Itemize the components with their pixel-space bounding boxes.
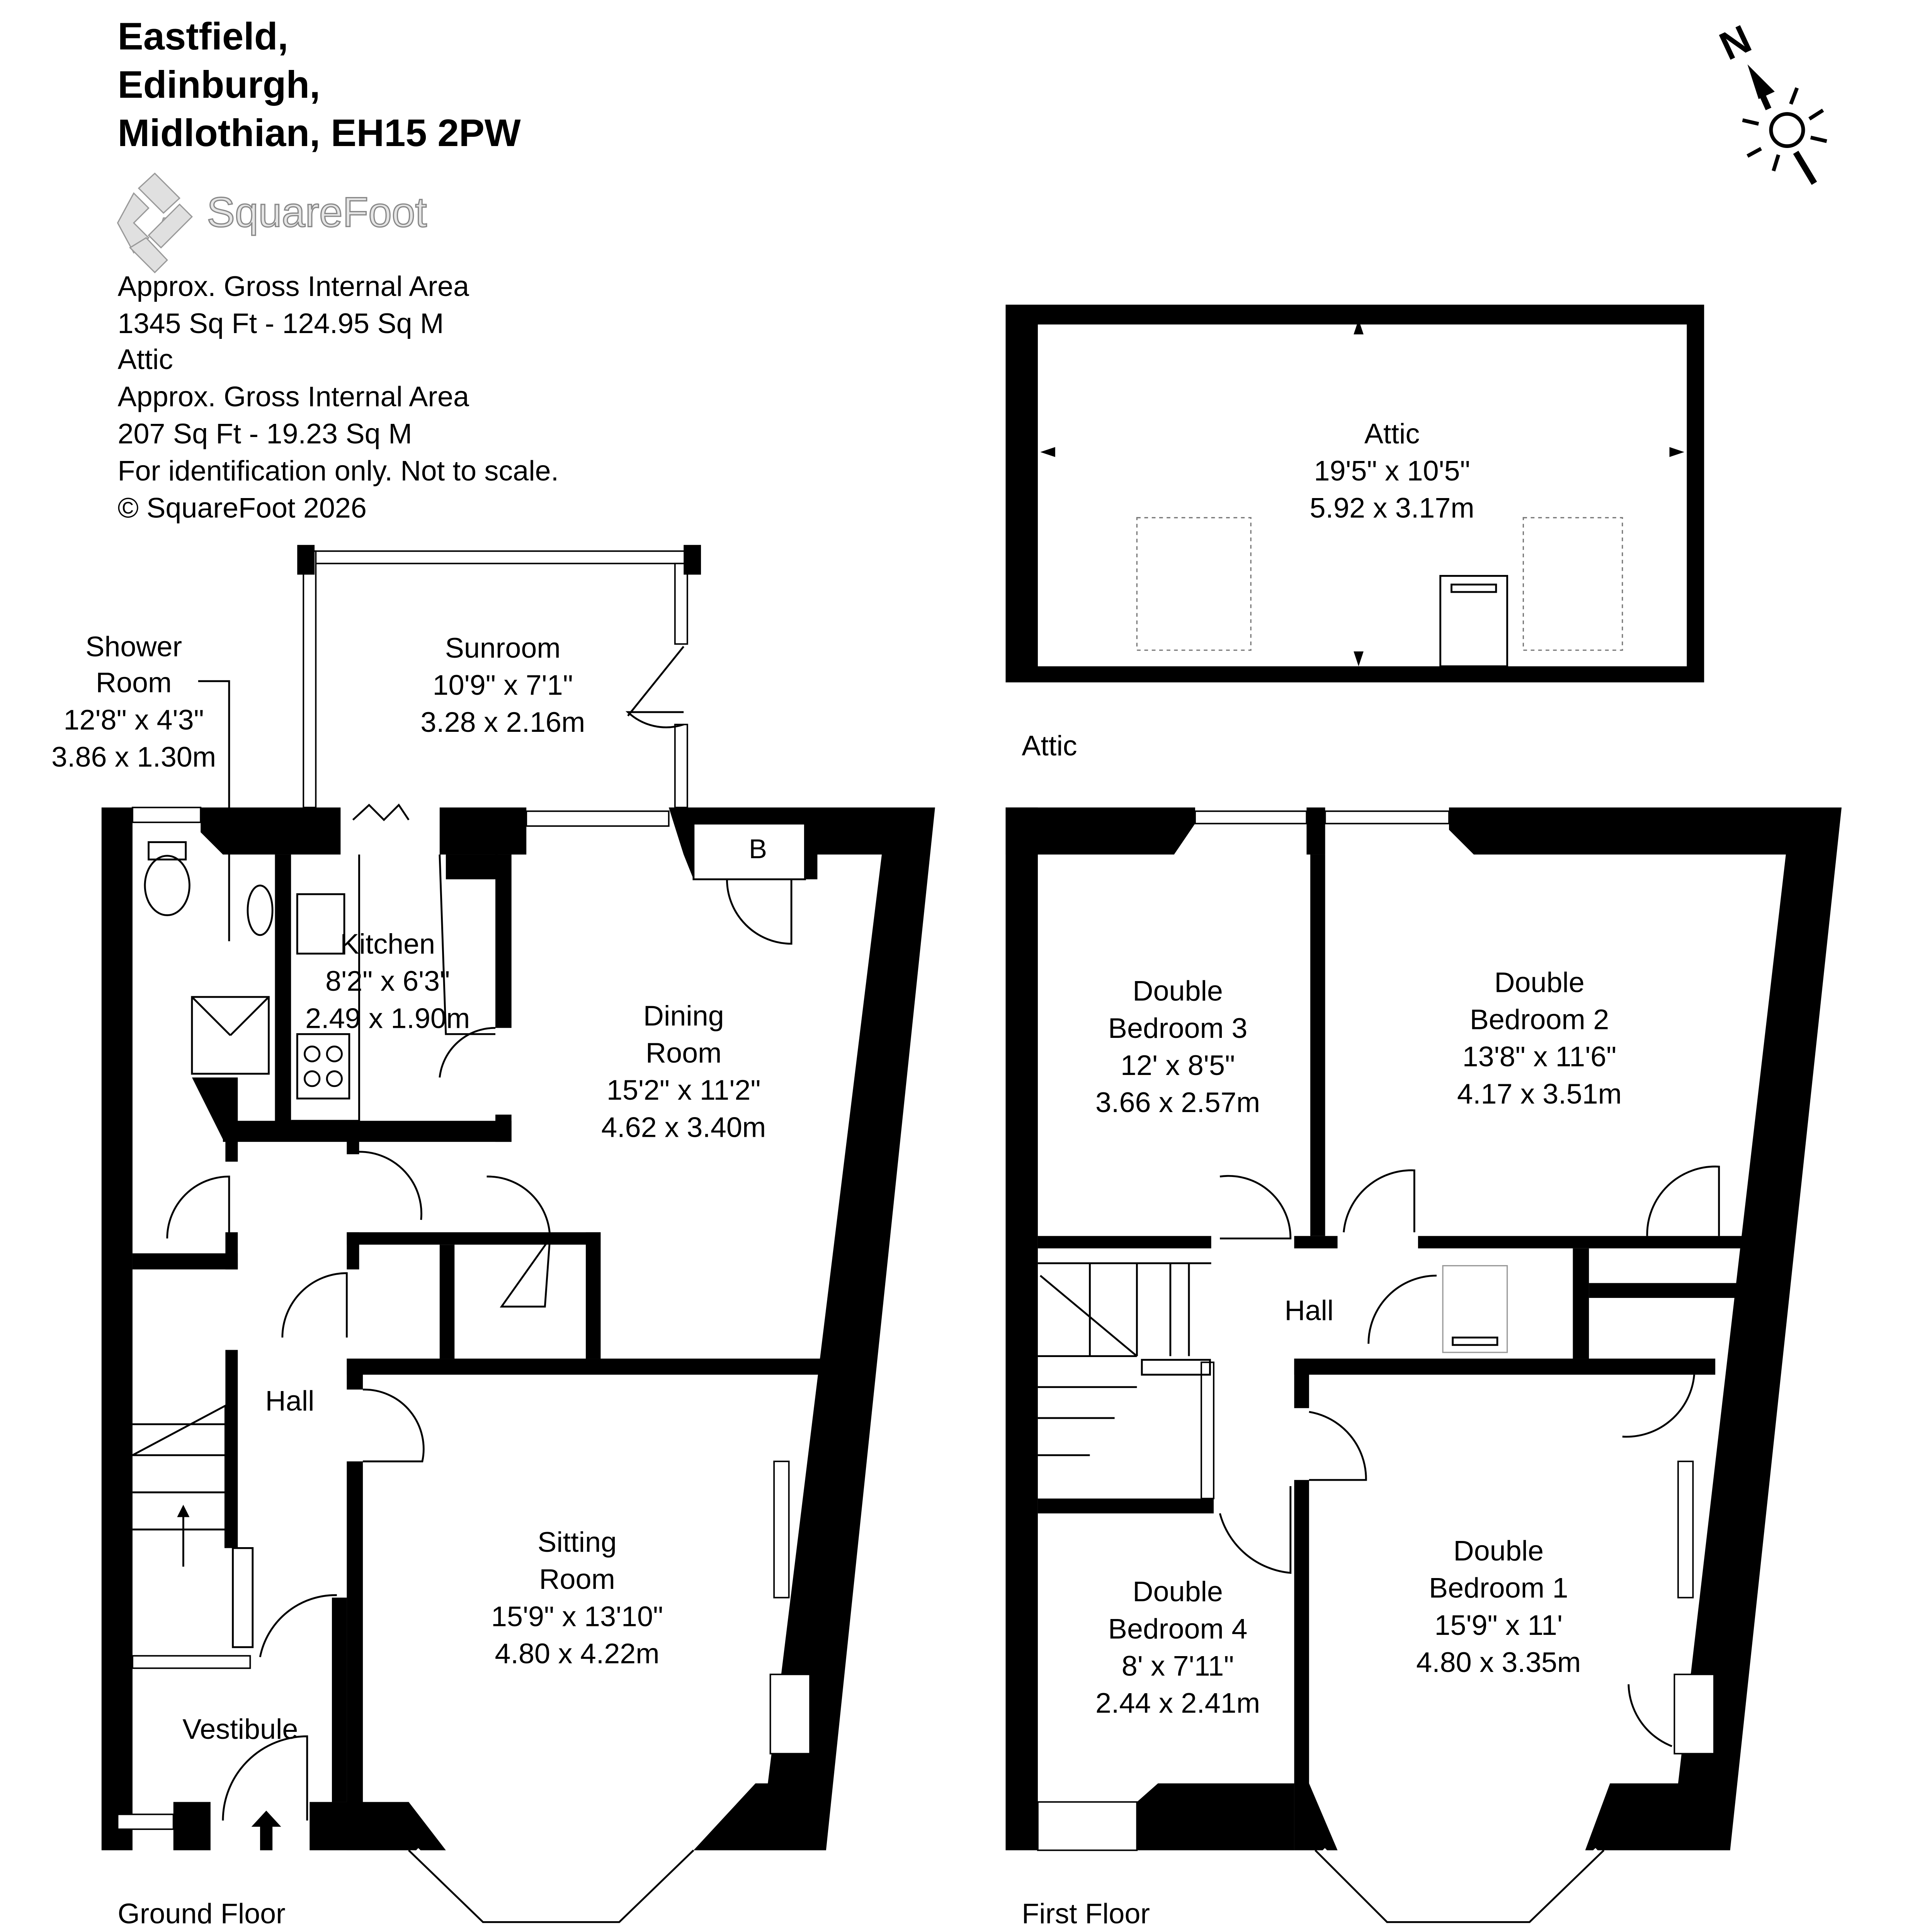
room-dim-metric: 4.17 x 3.51m	[1457, 1078, 1622, 1110]
loft-hatch	[1439, 575, 1509, 667]
room-dim-imperial: 15'2" x 11'2"	[607, 1074, 761, 1106]
room-dim-metric: 3.28 x 2.16m	[420, 706, 585, 738]
info-line: Attic	[117, 343, 173, 375]
info-line: For identification only. Not to scale.	[117, 455, 559, 487]
logo-text: SquareFoot	[207, 189, 427, 236]
room-dim-metric: 3.66 x 2.57m	[1095, 1086, 1260, 1118]
room-name: Sitting	[537, 1526, 617, 1558]
room-name: Double	[1453, 1534, 1544, 1566]
room-dim-imperial: 10'9" x 7'1"	[433, 669, 573, 701]
room-name: Double	[1133, 1575, 1223, 1607]
room-dim-imperial: 15'9" x 11'	[1434, 1609, 1563, 1641]
north-label: N	[1713, 16, 1758, 69]
room-name: Kitchen	[340, 928, 435, 960]
room-name: Double	[1494, 966, 1585, 998]
room-name: Bedroom 4	[1108, 1612, 1248, 1645]
floor-label-ground: Ground Floor	[117, 1898, 285, 1930]
room-dim-imperial: 15'9" x 13'10"	[491, 1600, 663, 1632]
north-arrow-sun-icon: N	[1713, 16, 1827, 185]
room-dim-metric: 4.62 x 3.40m	[601, 1111, 766, 1143]
logo-mark-icon	[117, 172, 193, 274]
room-name: Room	[96, 667, 172, 699]
room-name: Hall	[1284, 1294, 1333, 1327]
first-floor-plan: Double Bedroom 3 12' x 8'5" 3.66 x 2.57m…	[1005, 807, 1842, 1930]
room-name: Shower	[85, 631, 182, 663]
address-line: Eastfield,	[117, 15, 288, 58]
boiler-cupboard	[692, 823, 806, 881]
room-name: Room	[646, 1037, 722, 1069]
boiler-label: B	[749, 833, 767, 864]
info-line: © SquareFoot 2026	[117, 492, 366, 524]
floor-label-attic: Attic	[1022, 730, 1077, 762]
room-dim-imperial: 12'8" x 4'3"	[64, 704, 204, 736]
room-name: Dining	[643, 1000, 724, 1032]
room-dim-metric: 3.86 x 1.30m	[51, 741, 216, 773]
squarefoot-logo: SquareFoot	[117, 172, 427, 274]
room-dim-metric: 4.80 x 4.22m	[495, 1637, 660, 1669]
address-line: Midlothian, EH15 2PW	[117, 112, 520, 155]
room-dim-imperial: 13'8" x 11'6"	[1463, 1041, 1617, 1073]
info-line: Approx. Gross Internal Area	[117, 380, 469, 412]
room-name: Bedroom 1	[1429, 1572, 1568, 1604]
room-dim-metric: 4.80 x 3.35m	[1416, 1646, 1581, 1678]
attic-plan: Attic 19'5" x 10'5" 5.92 x 3.17m Attic	[1005, 304, 1704, 762]
ground-floor-plan: B	[51, 545, 935, 1930]
room-dim-metric: 5.92 x 3.17m	[1310, 492, 1475, 524]
room-name: Hall	[265, 1385, 315, 1417]
info-line: Approx. Gross Internal Area	[117, 270, 469, 302]
room-dim-imperial: 12' x 8'5"	[1121, 1049, 1235, 1081]
room-name: Double	[1133, 975, 1223, 1007]
room-name: Bedroom 3	[1108, 1012, 1248, 1044]
info-line: 207 Sq Ft - 19.23 Sq M	[117, 417, 412, 449]
area-info: Approx. Gross Internal Area 1345 Sq Ft -…	[117, 270, 559, 524]
info-line: 1345 Sq Ft - 124.95 Sq M	[117, 307, 444, 339]
address-line: Edinburgh,	[117, 63, 320, 106]
room-name: Bedroom 2	[1470, 1003, 1609, 1035]
room-dim-metric: 2.44 x 2.41m	[1095, 1687, 1260, 1719]
room-dim-metric: 2.49 x 1.90m	[305, 1002, 470, 1034]
room-dim-imperial: 8'2" x 6'3"	[325, 965, 450, 997]
room-dim-imperial: 8' x 7'11"	[1122, 1650, 1234, 1682]
room-name: Sunroom	[445, 632, 561, 664]
room-name: Room	[539, 1563, 615, 1595]
room-name: Vestibule	[182, 1713, 298, 1745]
room-dim-imperial: 19'5" x 10'5"	[1314, 455, 1470, 487]
address-block: Eastfield, Edinburgh, Midlothian, EH15 2…	[117, 15, 520, 155]
room-name: Attic	[1364, 417, 1420, 449]
floor-label-first: First Floor	[1022, 1898, 1150, 1930]
